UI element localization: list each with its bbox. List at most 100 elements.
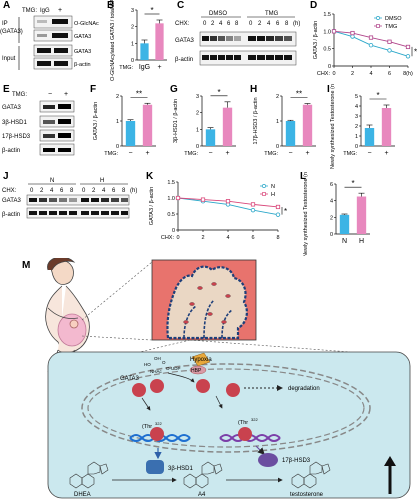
y-tick-label: 3	[131, 8, 134, 14]
time-label: 2	[92, 188, 96, 194]
enzyme-17bhsd3-label: 17β-HSD3	[282, 458, 311, 464]
legend-marker	[376, 16, 380, 20]
band-label-gata3-input: GATA3	[74, 49, 91, 55]
y-tick-label: 2	[116, 94, 119, 100]
blot-actin-a	[33, 57, 73, 70]
band-label-gata3-c: GATA3	[175, 38, 194, 44]
data-point	[250, 207, 256, 213]
significance-marker: *	[351, 179, 354, 188]
panel-letter-f: F	[90, 84, 97, 95]
band-label-gata3-j: GATA3	[2, 198, 21, 204]
time-label: 6	[276, 21, 280, 27]
time-label: 6	[60, 188, 64, 194]
nucleus	[81, 363, 371, 453]
data-point	[368, 43, 374, 48]
panel-letter-c: C	[177, 0, 185, 11]
data-point	[387, 48, 392, 53]
tmg-minus-e: −	[48, 91, 52, 98]
y-tick-label: 2	[196, 111, 199, 117]
significance-marker: **	[136, 89, 142, 98]
y-tick-label: 2	[131, 25, 134, 31]
band-label-actin-e: β-actin	[2, 148, 20, 154]
time-label: 0	[30, 188, 34, 194]
thr-num-right: 322	[251, 417, 258, 422]
y-tick-label: 0	[355, 144, 358, 150]
blot-17bhsd3-e	[39, 129, 75, 142]
cell-box	[47, 351, 411, 499]
time-label: 8	[70, 188, 74, 194]
time-label: 4	[219, 21, 223, 27]
data-point	[387, 39, 392, 44]
thr-label-left: (Thr	[142, 424, 152, 430]
x-tick-label: 6	[251, 235, 254, 241]
group-label-dmso: DMSO	[209, 11, 227, 17]
time-unit: (h)	[130, 188, 137, 194]
y-axis-label: 3β-HSD1 / β-actin	[173, 99, 179, 143]
y-tick-label: 1.5	[167, 180, 175, 186]
steroid-dhea-icon	[69, 461, 109, 489]
panel-j-blot: N H CHX: 0 2 4 6 8 0 2 4 6 8 (h) GATA3 β…	[2, 178, 137, 219]
panel-letter-h: H	[250, 84, 258, 95]
blot-actin-j	[26, 207, 130, 219]
significance-marker: **	[296, 90, 302, 99]
y-axis-label: Newly synthesized Testosterone (nM/L)	[303, 172, 309, 256]
y-axis-label: Newly synthesized Testosterone (nM/L)	[330, 84, 336, 169]
panel-letter-g: G	[170, 84, 178, 95]
panel-letter-i: I	[327, 84, 330, 95]
panel-letter-m: M	[22, 260, 31, 271]
panel-letter-d: D	[310, 0, 318, 11]
steroid-a4-icon	[183, 461, 223, 489]
x-row-label: TMG:	[184, 151, 198, 157]
udp-glcnac-o: O	[162, 360, 166, 365]
y-tick-label: 2	[355, 124, 358, 130]
legend-label: TMG	[385, 24, 397, 30]
y-axis-label: GATA3 / β-actin	[93, 102, 99, 140]
time-label: 0	[82, 188, 86, 194]
time-label: 0	[203, 21, 207, 27]
y-tick-label: 5	[355, 94, 358, 100]
panel-letter-j: J	[3, 171, 9, 182]
time-label: 4	[267, 21, 271, 27]
x-tick-label: +	[384, 150, 388, 157]
data-point	[175, 195, 181, 201]
x-row-label: TMG:	[119, 65, 133, 71]
y-tick-label: 1	[116, 119, 119, 125]
y-tick-label: 6	[330, 182, 333, 188]
bar	[381, 108, 392, 146]
legend-label: N	[271, 184, 275, 190]
legend-label: DMSO	[385, 16, 402, 22]
time-label: 6	[227, 21, 231, 27]
panel-letter-a: A	[3, 0, 11, 11]
metabolite-dhea: DHEA	[74, 492, 91, 498]
time-label: 4	[50, 188, 54, 194]
x-tick-label: 0	[332, 71, 335, 77]
panel-letter-e: E	[3, 84, 10, 95]
y-tick-label: 0	[116, 144, 119, 150]
x-tick-label: +	[225, 150, 229, 157]
y-tick-label: 1.0	[167, 196, 175, 202]
time-label: 2	[211, 21, 215, 27]
x-tick-label: 4	[369, 71, 372, 77]
y-tick-label: 3	[355, 114, 358, 120]
y-tick-label: 0	[328, 64, 331, 70]
data-point	[405, 44, 411, 50]
x-tick-label: N	[342, 238, 347, 245]
panel-m-schematic: HO OH O NHAc O-UDP Hypoxia HBP GATA3 deg…	[45, 258, 411, 499]
bar	[140, 43, 149, 60]
thr-label-right: (Thr	[238, 420, 248, 426]
x-row-label: TMG:	[104, 151, 118, 157]
udp-glcnac-ho: HO	[144, 362, 151, 367]
group-label-tmg: TMG	[265, 11, 279, 17]
pregnant-woman-illustration	[45, 258, 90, 373]
data-point	[405, 54, 411, 59]
data-point	[275, 204, 281, 210]
legend-marker	[262, 192, 266, 196]
x-row-label: TMG:	[343, 151, 357, 157]
bar	[339, 214, 350, 234]
tmg-plus-e: +	[64, 91, 68, 98]
